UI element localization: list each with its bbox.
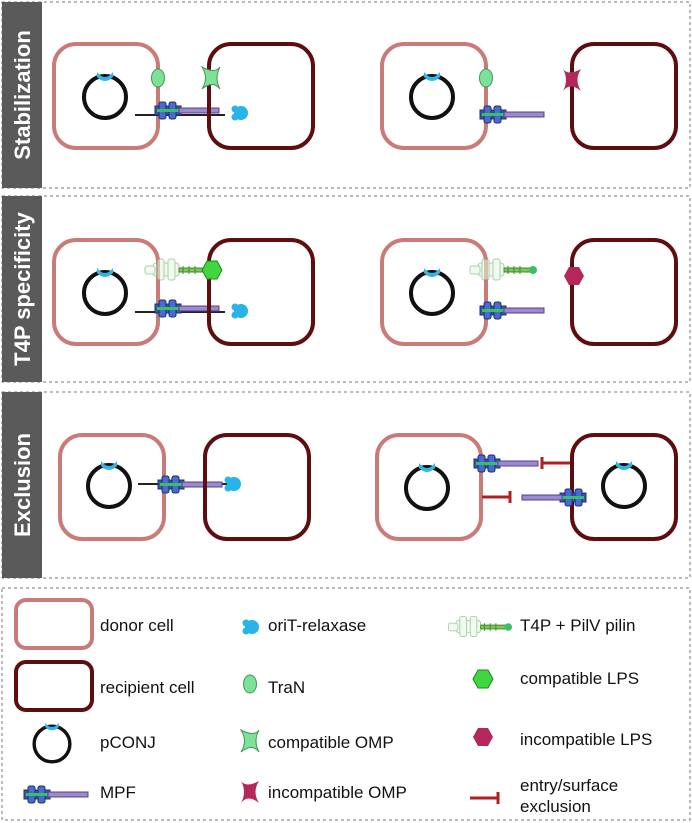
mpf-icon	[157, 475, 223, 494]
mpf-icon	[521, 488, 587, 507]
legend-exclusion-icon	[468, 790, 500, 806]
legend-recipient-label: recipient cell	[100, 678, 195, 697]
panel-frame	[1, 195, 691, 383]
exclusion-icon	[540, 455, 572, 471]
panel-label: Exclusion	[10, 433, 35, 537]
legend-recipient-swatch	[14, 660, 94, 712]
panel-t4p-specificity: T4P specificity	[1, 195, 691, 383]
plasmid	[82, 266, 128, 316]
legend-exclusion-label-line1: entry/surface	[520, 776, 618, 795]
legend-tran-label: TraN	[268, 678, 305, 697]
plasmid	[404, 461, 450, 511]
donor-cell	[380, 238, 488, 346]
plasmid	[409, 266, 455, 316]
legend-incompatible-lps-label: incompatible LPS	[520, 730, 652, 749]
donor-cell	[52, 238, 160, 346]
recipient-cell	[570, 433, 678, 541]
donor-cell	[380, 42, 488, 150]
panel-label-band	[2, 2, 42, 188]
donor-cell	[375, 433, 483, 541]
panel-label-band	[2, 196, 42, 382]
legend-donor-label: donor cell	[100, 616, 174, 635]
legend-frame	[1, 587, 691, 821]
tran-icon	[479, 68, 493, 88]
legend-pconj-label: pCONJ	[100, 733, 156, 752]
panel-label: Stabilization	[10, 30, 35, 160]
panel-exclusion: Exclusion	[1, 391, 691, 579]
legend-tran-icon	[243, 674, 257, 694]
legend-mpf-icon	[23, 785, 89, 804]
legend: donor cell recipient cell pCONJ MPF oriT…	[1, 587, 691, 821]
recipient-cell	[203, 433, 311, 541]
exclusion-icon	[480, 489, 512, 505]
legend-compatible-omp-label: compatible OMP	[268, 733, 394, 752]
plasmid	[601, 459, 647, 509]
t4p-icon	[469, 258, 538, 281]
incompatible-lps-icon	[564, 267, 584, 285]
panel-label: T4P specificity	[10, 211, 35, 365]
tran-icon	[151, 68, 165, 88]
plasmid	[82, 70, 128, 120]
recipient-cell	[570, 238, 678, 346]
compatible-lps-icon	[201, 260, 223, 280]
panel-label-band	[2, 392, 42, 578]
mpf-icon	[479, 105, 545, 124]
legend-plasmid-icon	[32, 721, 72, 764]
legend-relaxase-label: oriT-relaxase	[268, 616, 366, 635]
legend-compatible-lps-icon	[472, 669, 494, 689]
legend-incompatible-omp-icon	[241, 781, 259, 803]
legend-incompatible-omp-label: incompatible OMP	[268, 783, 407, 802]
relaxase-icon	[231, 105, 248, 121]
plasmid	[409, 70, 455, 120]
relaxase-icon	[231, 303, 248, 319]
legend-mpf-label: MPF	[100, 783, 136, 802]
legend-incompatible-lps-icon	[473, 728, 493, 746]
legend-relaxase-icon	[242, 619, 259, 635]
donor-cell	[52, 42, 160, 150]
legend-exclusion-label-line2: exclusion	[520, 797, 591, 816]
legend-compatible-lps-label: compatible LPS	[520, 669, 639, 688]
legend-t4p-icon	[447, 616, 513, 637]
mpf-icon	[479, 301, 545, 320]
legend-compatible-omp-icon	[240, 729, 260, 753]
plasmid	[86, 459, 132, 509]
recipient-cell	[207, 42, 315, 150]
legend-t4p-label: T4P + PilV pilin	[520, 616, 635, 635]
legend-donor-swatch	[14, 598, 94, 650]
donor-cell	[58, 433, 166, 541]
recipient-cell	[570, 42, 678, 150]
panel-stabilization: Stabilization	[1, 1, 691, 189]
recipient-cell	[207, 238, 315, 346]
panel-frame	[1, 1, 691, 189]
panel-frame	[1, 391, 691, 579]
mpf-icon	[473, 454, 539, 473]
